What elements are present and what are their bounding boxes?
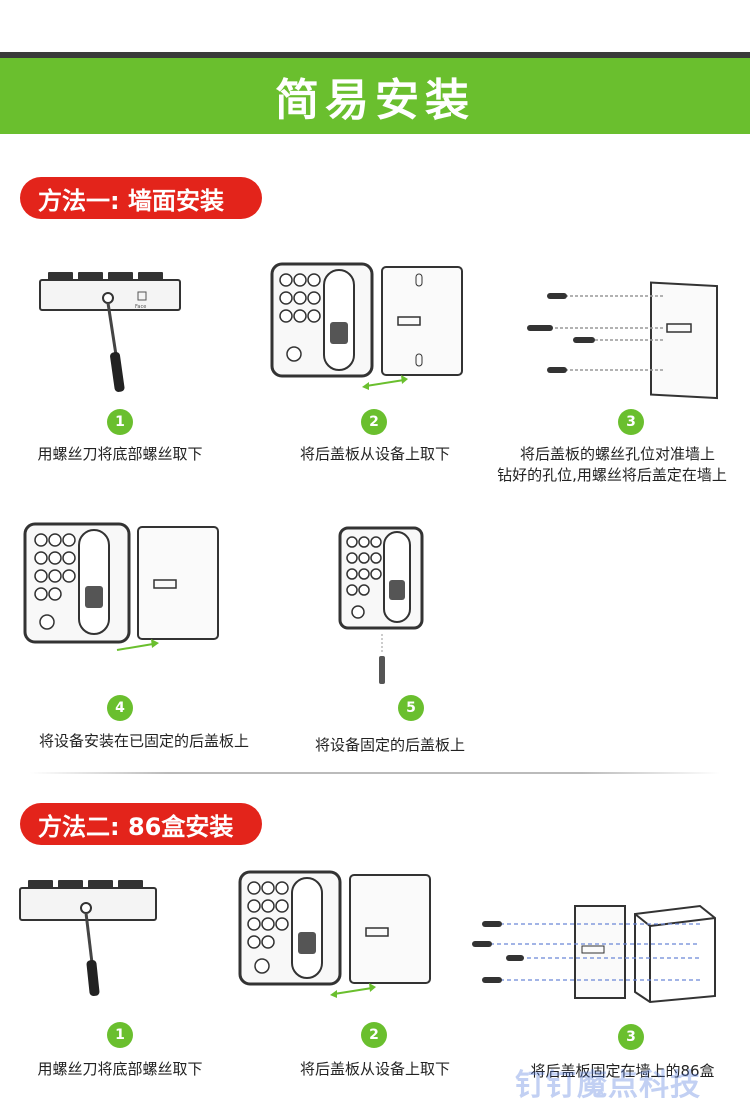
step-caption-3b: 钻好的孔位,用螺丝将后盖定在墙上 — [497, 466, 727, 484]
step-badge-4: 4 — [107, 695, 133, 721]
section-divider — [30, 772, 720, 774]
top-rule — [0, 52, 750, 58]
m2-step3-illustration — [472, 904, 716, 1004]
step-badge-1: 1 — [107, 409, 133, 435]
step-caption-3a: 将后盖板的螺丝孔位对准墙上 — [519, 445, 715, 463]
step-caption-2: 将后盖板从设备上取下 — [299, 445, 450, 463]
m2-step-badge-3: 3 — [618, 1024, 644, 1050]
step-caption-5: 将设备固定的后盖板上 — [314, 736, 465, 754]
step-badge-3: 3 — [618, 409, 644, 435]
step-badge-5: 5 — [398, 695, 424, 721]
title-banner: 简易安装 — [0, 58, 750, 134]
m2-step-caption-3: 将后盖板固定在墙上的86盒 — [530, 1062, 715, 1080]
step1-illustration: Face — [39, 272, 181, 392]
step5-illustration — [338, 526, 424, 684]
step2-illustration — [270, 262, 463, 390]
device-logo-text: Face — [135, 304, 146, 310]
m2-step-caption-1: 用螺丝刀将底部螺丝取下 — [37, 1060, 203, 1078]
step4-illustration — [23, 522, 219, 651]
method1-label: 方法一: 墙面安装 — [20, 177, 262, 219]
step-caption-4: 将设备安装在已固定的后盖板上 — [38, 732, 249, 750]
step3-illustration — [527, 281, 718, 400]
page-title: 简易安装 — [275, 75, 475, 126]
m2-step1-illustration — [19, 880, 157, 997]
m2-step2-illustration — [238, 870, 431, 998]
m2-step-caption-2: 将后盖板从设备上取下 — [299, 1060, 450, 1078]
step-badge-2: 2 — [361, 409, 387, 435]
step-caption-1: 用螺丝刀将底部螺丝取下 — [37, 445, 203, 463]
method2-label: 方法二: 86盒安装 — [20, 803, 262, 845]
m2-step-badge-2: 2 — [361, 1022, 387, 1048]
m2-step-badge-1: 1 — [107, 1022, 133, 1048]
watermark: 钉钉魔点科技 — [515, 1068, 701, 1103]
